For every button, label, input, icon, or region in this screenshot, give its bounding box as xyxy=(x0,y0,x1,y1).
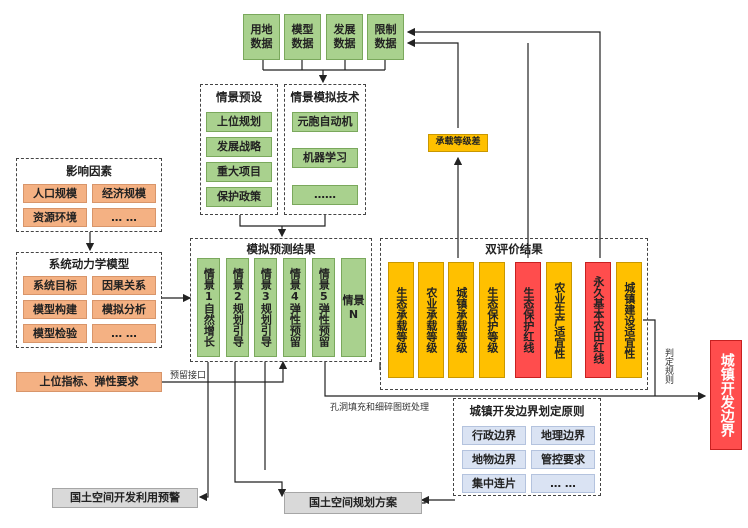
scenario-preset-item: 重大项目 xyxy=(206,162,272,182)
principle-item: 地物边界 xyxy=(462,450,526,469)
dual-eval-item: 城镇承载等级 xyxy=(448,262,474,378)
principle-item: 行政边界 xyxy=(462,426,526,445)
dual-eval-item: 农业生产适宜性 xyxy=(546,262,572,378)
dual-eval-item: 永久基本农田红线 xyxy=(585,262,611,378)
sim-result-item: 情景4弹性预留 xyxy=(283,258,306,357)
sdm-item: … … xyxy=(92,324,156,343)
bearing-diff-box: 承载等级差 xyxy=(428,134,488,152)
dual-eval-item: 城镇建设适宜性 xyxy=(616,262,642,378)
judge-rule-label: 判定规则 xyxy=(663,348,673,384)
influence-factors-title: 影响因素 xyxy=(66,164,112,178)
dual-eval-title: 双评价结果 xyxy=(485,242,543,256)
sim-result-item: 情景1自然增长 xyxy=(197,258,220,357)
sim-results-title: 模拟预测结果 xyxy=(246,242,316,256)
restriction-data-box: 限制 数据 xyxy=(367,14,404,60)
sdm-item: 因果关系 xyxy=(92,276,156,295)
sim-results-group xyxy=(190,238,372,362)
development-data-box: 发展 数据 xyxy=(326,14,363,60)
warning-box: 国土空间开发利用预警 xyxy=(52,488,198,508)
scenario-preset-item: 发展战略 xyxy=(206,137,272,157)
influence-factors-group xyxy=(16,158,162,232)
scenario-preset-item: 保护政策 xyxy=(206,187,272,207)
sdm-item: 模型构建 xyxy=(23,300,87,319)
land-data-box: 用地 数据 xyxy=(243,14,280,60)
hole-fill-label: 孔洞填充和细碎图斑处理 xyxy=(330,403,430,413)
scenario-preset-title: 情景预设 xyxy=(216,90,262,104)
sdm-group xyxy=(16,252,162,348)
principle-item: 地理边界 xyxy=(531,426,595,445)
model-data-box: 模型 数据 xyxy=(284,14,321,60)
dual-eval-item: 生态保护红线 xyxy=(515,262,541,378)
sim-result-item: 情景3规划引导 xyxy=(254,258,277,357)
factor-item: 人口规模 xyxy=(23,184,87,203)
sdm-item: 系统目标 xyxy=(23,276,87,295)
scenario-tech-item: …… xyxy=(292,185,358,205)
factor-item: 经济规模 xyxy=(92,184,156,203)
sim-result-item: 情景2规划引导 xyxy=(226,258,249,357)
principles-group xyxy=(453,398,601,496)
principle-item: 集中连片 xyxy=(462,474,526,493)
sim-result-item: 情景5弹性预留 xyxy=(312,258,335,357)
scenario-tech-item: 机器学习 xyxy=(292,148,358,168)
sdm-item: 模型检验 xyxy=(23,324,87,343)
upper-indicators-box: 上位指标、弹性要求 xyxy=(16,372,162,392)
scenario-preset-group xyxy=(200,84,278,215)
dual-eval-item: 生态保护等级 xyxy=(479,262,505,378)
factor-item: 资源环境 xyxy=(23,208,87,227)
plan-box: 国土空间规划方案 xyxy=(284,492,422,514)
dual-eval-item: 生态承载等级 xyxy=(388,262,414,378)
principle-item: 管控要求 xyxy=(531,450,595,469)
scenario-tech-title: 情景模拟技术 xyxy=(290,90,360,104)
dual-eval-item: 农业承载等级 xyxy=(418,262,444,378)
dual-eval-group xyxy=(380,238,648,390)
principle-item: … … xyxy=(531,474,595,493)
principles-title: 城镇开发边界划定原则 xyxy=(469,404,585,418)
scenario-tech-item: 元胞自动机 xyxy=(292,112,358,132)
sdm-item: 模拟分析 xyxy=(92,300,156,319)
factor-item: … … xyxy=(92,208,156,227)
sdm-title: 系统动力学模型 xyxy=(48,257,130,271)
urban-boundary-box: 城镇开发边界 xyxy=(710,340,742,450)
scenario-tech-group xyxy=(284,84,366,215)
scenario-preset-item: 上位规划 xyxy=(206,112,272,132)
sim-result-item: 情景N xyxy=(341,258,366,357)
reserved-interface-label: 预留接口 xyxy=(170,371,207,381)
